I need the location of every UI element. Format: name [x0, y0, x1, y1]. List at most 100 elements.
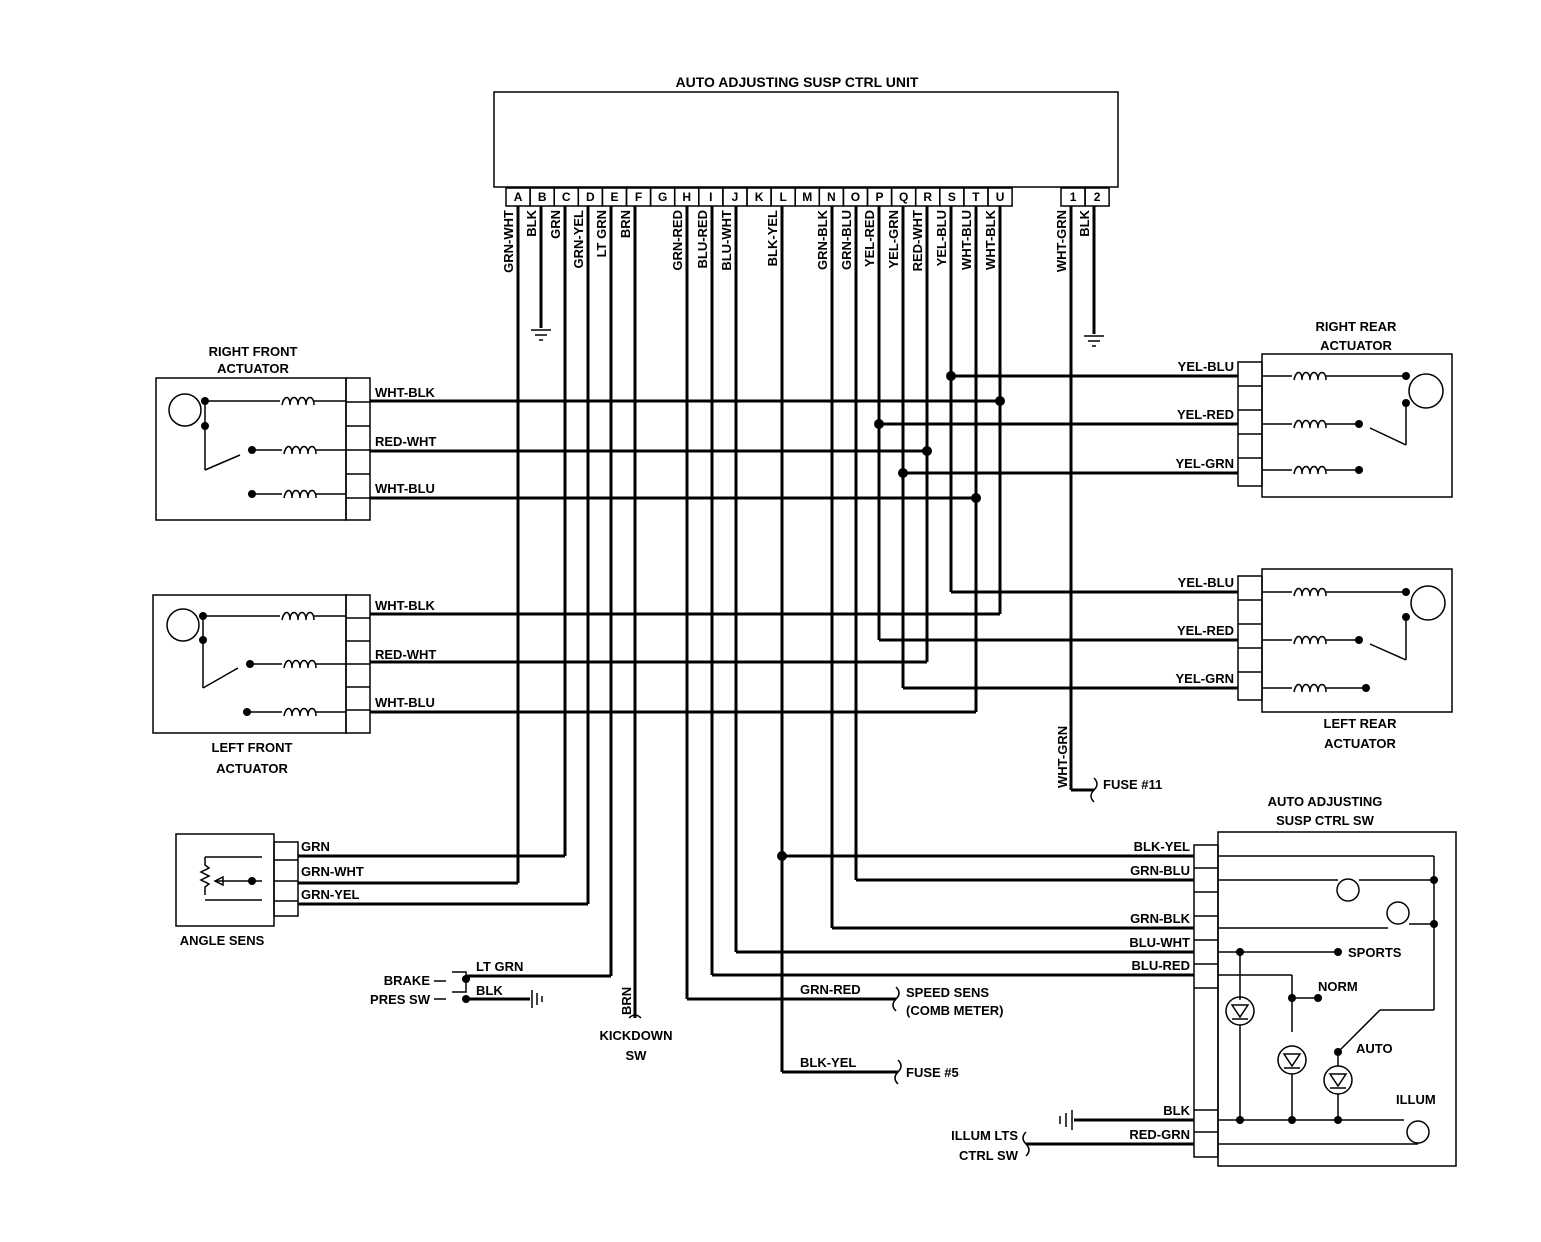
connector-wire-labels: GRN-WHT BLK GRN GRN-YEL LT GRN BRN GRN-RED BLU-… — [501, 209, 1092, 272]
ground-ecu-2 — [1084, 206, 1104, 347]
left-front-actuator: WHT-BLK RED-WHT WHT-BLU LEFT FRONT ACTUA… — [152, 594, 436, 776]
connector-pin-label: C — [562, 190, 571, 204]
wire-color-label: WHT-BLU — [959, 210, 974, 270]
connector-pin-label: Q — [899, 190, 908, 204]
svg-text:SPEED SENS: SPEED SENS — [906, 985, 989, 1000]
svg-text:BLK-YEL: BLK-YEL — [800, 1055, 856, 1070]
svg-text:WHT-BLK: WHT-BLK — [375, 598, 436, 613]
wire-color-label: GRN — [548, 210, 563, 239]
connector-pin-label: T — [972, 190, 980, 204]
ground-switch — [1059, 1110, 1073, 1130]
svg-text:SW: SW — [626, 1048, 648, 1063]
connector-pin-label: R — [923, 190, 932, 204]
svg-text:RED-WHT: RED-WHT — [375, 647, 436, 662]
harness-verticals — [516, 206, 1073, 1072]
connector-pin-label: I — [709, 190, 712, 204]
wire-color-label: YEL-RED — [862, 210, 877, 267]
svg-text:YEL-RED: YEL-RED — [1177, 623, 1234, 638]
connector-pin-label: S — [948, 190, 956, 204]
svg-text:FUSE #5: FUSE #5 — [906, 1065, 959, 1080]
wire-color-label: BLK-YEL — [765, 210, 780, 266]
svg-text:GRN-BLK: GRN-BLK — [1130, 911, 1191, 926]
connector-pin-label: 1 — [1070, 190, 1077, 204]
connector-pin-label: 2 — [1094, 190, 1101, 204]
svg-text:RIGHT FRONT: RIGHT FRONT — [209, 344, 298, 359]
svg-text:BLK: BLK — [1163, 1103, 1190, 1118]
wire-color-label: BRN — [618, 210, 633, 238]
svg-text:SPORTS: SPORTS — [1348, 945, 1402, 960]
wire-color-label: GRN-WHT — [501, 210, 516, 273]
fuse-5: BLK-YEL FUSE #5 — [782, 1055, 959, 1085]
svg-text:ILLUM: ILLUM — [1396, 1092, 1436, 1107]
svg-text:BLU-WHT: BLU-WHT — [1129, 935, 1190, 950]
connector-pin-label: O — [851, 190, 860, 204]
svg-text:NORM: NORM — [1318, 979, 1358, 994]
brake-pressure-switch: BRAKE PRES SW LT GRN BLK — [370, 959, 611, 1008]
wire-color-label: GRN-BLK — [815, 209, 830, 270]
svg-text:GRN-YEL: GRN-YEL — [301, 887, 360, 902]
svg-text:ILLUM LTS: ILLUM LTS — [951, 1128, 1018, 1143]
control-unit: AUTO ADJUSTING SUSP CTRL UNIT A B C D E F G H I J… — [493, 74, 1119, 273]
connector-pin-label: H — [682, 190, 691, 204]
wire-color-label: GRN-RED — [670, 210, 685, 271]
svg-text:YEL-RED: YEL-RED — [1177, 407, 1234, 422]
svg-text:WHT-BLK: WHT-BLK — [375, 385, 436, 400]
svg-text:ACTUATOR: ACTUATOR — [217, 361, 289, 376]
connector-pin-label: N — [827, 190, 836, 204]
connector-pin-label: E — [610, 190, 618, 204]
svg-text:WHT-BLU: WHT-BLU — [375, 481, 435, 496]
control-unit-body — [493, 91, 1119, 188]
wire-color-label: YEL-BLU — [934, 210, 949, 266]
svg-text:LEFT REAR: LEFT REAR — [1324, 716, 1398, 731]
svg-text:FUSE #11: FUSE #11 — [1103, 777, 1162, 792]
wire-color-label: WHT-BLK — [983, 209, 998, 270]
connector-pin-label: P — [876, 190, 884, 204]
svg-text:GRN: GRN — [301, 839, 330, 854]
connector-pin-label: D — [586, 190, 595, 204]
svg-text:WHT-BLU: WHT-BLU — [375, 695, 435, 710]
susp-ctrl-switch: AUTO ADJUSTING SUSP CTRL SW BLK-YEL GRN-… — [712, 794, 1457, 1167]
svg-text:PRES SW: PRES SW — [370, 992, 431, 1007]
svg-text:BRAKE: BRAKE — [384, 973, 431, 988]
connector-pin-label: L — [779, 190, 786, 204]
svg-text:YEL-BLU: YEL-BLU — [1178, 575, 1234, 590]
svg-text:ANGLE SENS: ANGLE SENS — [180, 933, 265, 948]
connector-pin-label: B — [538, 190, 547, 204]
wire-color-label: BLU-WHT — [719, 210, 734, 271]
wire-color-label: BLK — [1077, 209, 1092, 236]
svg-text:GRN-WHT: GRN-WHT — [301, 864, 364, 879]
wire-color-label: GRN-YEL — [571, 210, 586, 269]
wire-color-label: BLK — [524, 209, 539, 236]
svg-text:YEL-BLU: YEL-BLU — [1178, 359, 1234, 374]
speed-sensor: GRN-RED SPEED SENS (COMB METER) — [687, 982, 1004, 1018]
svg-text:AUTO: AUTO — [1356, 1041, 1393, 1056]
connector-pin-label: G — [658, 190, 667, 204]
connector-pin-label: J — [732, 190, 739, 204]
svg-text:BLK-YEL: BLK-YEL — [1134, 839, 1190, 854]
svg-text:CTRL SW: CTRL SW — [959, 1148, 1019, 1163]
svg-text:BRN: BRN — [619, 987, 634, 1015]
connector-pin-label: A — [514, 190, 523, 204]
wire-color-label: GRN-BLU — [839, 210, 854, 270]
ground-ecu-b — [531, 206, 551, 341]
svg-text:LT GRN: LT GRN — [476, 959, 523, 974]
fuse-11: WHT-GRN FUSE #11 — [1055, 726, 1162, 803]
svg-text:YEL-GRN: YEL-GRN — [1176, 671, 1235, 686]
svg-text:WHT-GRN: WHT-GRN — [1055, 726, 1070, 788]
connector-pin-label: K — [755, 190, 764, 204]
wire-color-label: BLU-RED — [695, 210, 710, 269]
svg-text:KICKDOWN: KICKDOWN — [600, 1028, 673, 1043]
control-unit-title: AUTO ADJUSTING SUSP CTRL UNIT — [676, 74, 919, 90]
connector-pin-label: F — [635, 190, 642, 204]
wire-color-label: WHT-GRN — [1054, 210, 1069, 272]
svg-text:BLK: BLK — [476, 983, 503, 998]
right-rear-actuator: RIGHT REAR ACTUATOR YEL-BLU YEL-RED YEL-… — [1176, 319, 1453, 498]
wire-color-label: LT GRN — [594, 210, 609, 257]
illum-lights-ctrl-switch: ILLUM LTS CTRL SW — [951, 1128, 1030, 1163]
svg-text:(COMB METER): (COMB METER) — [906, 1003, 1004, 1018]
svg-text:GRN-BLU: GRN-BLU — [1130, 863, 1190, 878]
connector-pin-label: U — [996, 190, 1005, 204]
svg-text:BLU-RED: BLU-RED — [1132, 958, 1191, 973]
